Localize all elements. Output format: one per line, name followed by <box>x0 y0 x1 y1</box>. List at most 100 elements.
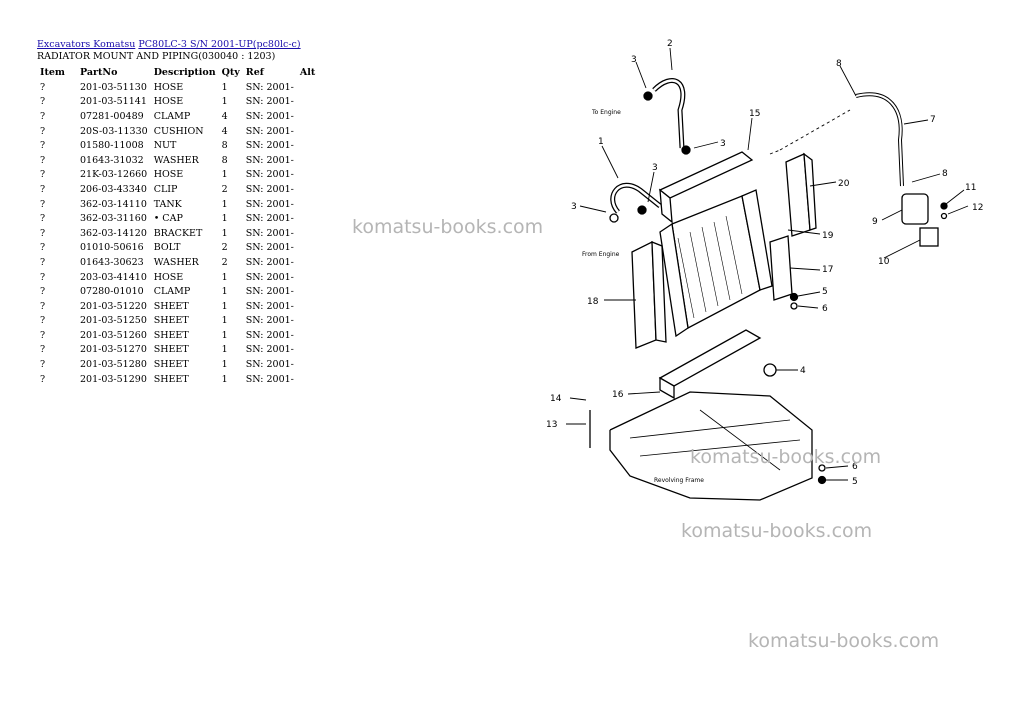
callout-8-b: 8 <box>942 169 948 179</box>
cell-qty: 1 <box>221 213 228 225</box>
cell-alt <box>297 168 318 183</box>
cell-alt <box>297 109 318 124</box>
cell-ref: SN: 2001- <box>245 169 294 181</box>
cell-partno: 07281-00489 <box>80 110 144 122</box>
cell-item: ? <box>40 315 46 327</box>
cell-description: BOLT <box>153 242 181 254</box>
cell-description: TANK <box>153 198 182 210</box>
cell-alt <box>297 328 318 343</box>
cell-description: SHEET <box>153 329 189 341</box>
callout-19: 20 <box>838 179 850 189</box>
cell-item: ? <box>40 344 46 356</box>
cell-qty: 1 <box>221 96 228 108</box>
cell-item: ? <box>40 110 46 122</box>
cell-ref: SN: 2001- <box>245 183 294 195</box>
watermark: komatsu-books.com <box>748 630 940 652</box>
cell-ref: SN: 2001- <box>245 213 294 225</box>
radiator-core <box>659 189 773 338</box>
callout-17: 17 <box>822 265 833 275</box>
cell-qty: 1 <box>221 329 228 341</box>
label-from-engine: From Engine <box>582 251 620 258</box>
cell-item: ? <box>40 198 46 210</box>
cell-ref: SN: 2001- <box>245 286 294 298</box>
cell-item: ? <box>40 154 46 166</box>
cell-ref: SN: 2001- <box>245 344 294 356</box>
cell-alt <box>297 284 318 299</box>
cell-partno: 01643-30623 <box>80 256 144 268</box>
cell-description: CUSHION <box>153 125 204 137</box>
cell-description: HOSE <box>153 271 184 283</box>
cell-alt <box>297 226 318 241</box>
cell-alt <box>297 299 318 314</box>
cell-description: SHEET <box>153 300 189 312</box>
callout-5-a: 5 <box>822 287 828 297</box>
cell-description: NUT <box>153 140 177 152</box>
cell-description: CLAMP <box>153 110 191 122</box>
cell-alt <box>297 343 318 358</box>
callout-3-b: 3 <box>720 139 726 149</box>
cell-partno: 203-03-41410 <box>80 271 147 283</box>
callout-3-c: 3 <box>652 163 658 173</box>
breadcrumb-link-model[interactable]: PC80LC-3 S/N 2001-UP(pc80lc-c) <box>138 39 301 50</box>
cell-alt <box>297 138 318 153</box>
cell-partno: 01580-11008 <box>80 140 144 152</box>
cell-alt <box>297 270 318 285</box>
cell-alt <box>297 211 318 226</box>
callout-2: 2 <box>667 39 673 49</box>
cell-ref: SN: 2001- <box>245 256 294 268</box>
page-title: RADIATOR MOUNT AND PIPING(030040 : 1203) <box>37 51 276 62</box>
cell-partno: 20S-03-11330 <box>80 125 148 137</box>
cell-qty: 8 <box>221 154 228 166</box>
cell-alt <box>297 241 318 256</box>
callout-15: 15 <box>749 109 760 119</box>
cell-description: WASHER <box>153 154 199 166</box>
callout-3-a: 3 <box>631 55 637 65</box>
cell-alt <box>297 95 318 110</box>
cell-alt <box>297 255 318 270</box>
table-row: ? 07281-00489 CLAMP 4 SN: 2001- <box>37 109 318 124</box>
cell-qty: 1 <box>221 81 228 93</box>
callout-9: 9 <box>872 217 878 227</box>
cell-description: SHEET <box>153 315 189 327</box>
cell-partno: 362-03-14110 <box>80 198 147 210</box>
cell-ref: SN: 2001- <box>245 242 294 254</box>
cell-item: ? <box>40 125 46 137</box>
cell-partno: 201-03-51270 <box>80 344 147 356</box>
cell-qty: 4 <box>221 110 228 122</box>
cell-partno: 362-03-14120 <box>80 227 147 239</box>
cell-alt <box>297 124 318 139</box>
cell-item: ? <box>40 359 46 371</box>
cell-item: ? <box>40 300 46 312</box>
revolving-frame <box>609 391 813 501</box>
cell-ref: SN: 2001- <box>245 373 294 385</box>
table-header-row: Item PartNo Description Qty Ref Alt <box>37 65 318 80</box>
cell-item: ? <box>40 242 46 254</box>
cell-qty: 8 <box>221 140 228 152</box>
cell-partno: 201-03-51290 <box>80 373 147 385</box>
breadcrumb-link-category[interactable]: Excavators Komatsu <box>37 39 136 50</box>
overflow-hose <box>855 92 904 187</box>
side-sheet-18 <box>631 240 667 349</box>
cell-alt <box>297 197 318 212</box>
cell-ref: SN: 2001- <box>245 110 294 122</box>
cell-qty: 1 <box>221 359 228 371</box>
callout-6-a: 6 <box>822 304 828 314</box>
reservoir-tank <box>901 193 948 247</box>
column-header-partno: PartNo <box>80 67 118 78</box>
callout-1: 1 <box>598 137 604 147</box>
cell-description: CLAMP <box>153 286 191 298</box>
cell-item: ? <box>40 213 46 225</box>
bottom-sheet-16 <box>658 329 762 400</box>
cell-item: ? <box>40 227 46 239</box>
